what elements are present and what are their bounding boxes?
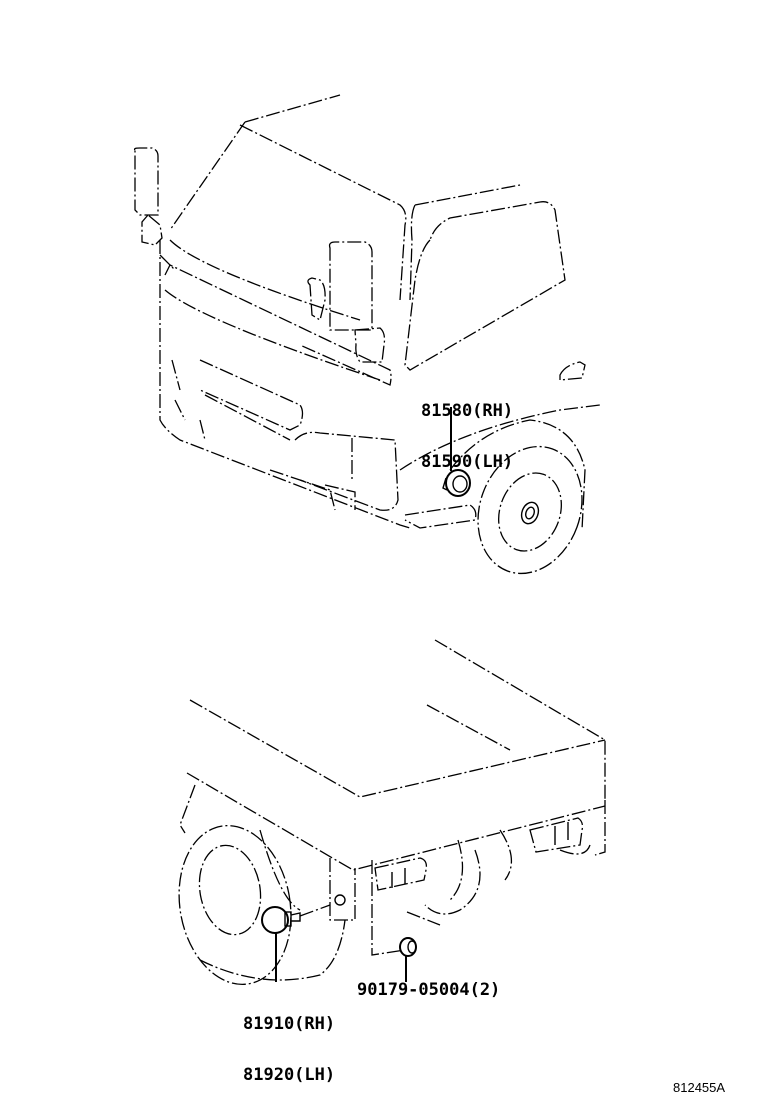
- front-lamp-part-number-lh: 81590(LH): [421, 452, 514, 472]
- front-side-lamp-part: [442, 469, 471, 497]
- rear-view-bed: [178, 639, 606, 986]
- front-lamp-part-number-rh: 81580(RH): [421, 401, 514, 421]
- rear-lamp-part-number-lh: 81920(LH): [243, 1065, 336, 1085]
- rear-lamp-callout: 81910(RH) 81920(LH): [243, 982, 335, 1101]
- front-view-cab: [133, 94, 601, 575]
- rear-side-marker-lamp-part: [261, 906, 301, 934]
- rear-lamp-part-number-rh: 81910(RH): [243, 1014, 336, 1034]
- grommet-callout: 90179-05004(2): [357, 980, 501, 1000]
- front-lamp-callout: 81580(RH) 81590(LH): [421, 369, 513, 488]
- grommet-part: [399, 937, 417, 957]
- illustration-reference-code: 812455A: [673, 1080, 726, 1095]
